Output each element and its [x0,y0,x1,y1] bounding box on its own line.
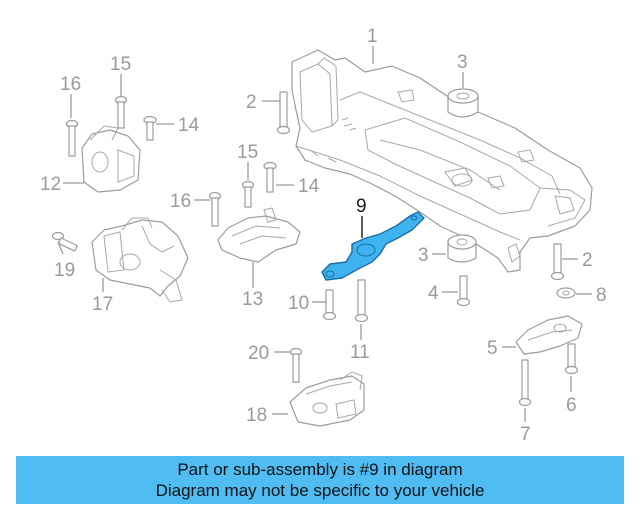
callout-11: 11 [350,342,370,363]
callout-9-highlighted: 9 [356,196,367,217]
callout-15a: 15 [110,54,131,75]
bushing-upper-part[interactable] [447,88,479,118]
callout-3a: 3 [457,52,468,73]
bolt-part-4[interactable] [456,275,471,307]
callout-20: 20 [248,343,269,364]
callout-6: 6 [566,395,577,416]
callout-15b: 15 [237,142,258,163]
callout-labels: 1 2 3 16 15 14 12 15 16 14 19 17 13 10 1… [40,26,607,445]
callout-16a: 16 [60,74,81,95]
bolt-part-19[interactable] [51,231,78,252]
bolt-part-10[interactable] [322,289,337,321]
transmission-mount-part[interactable] [91,217,189,303]
small-bracket-part[interactable] [515,315,583,355]
bolt-part-11[interactable] [354,279,369,323]
bolt-part-2b[interactable] [550,243,565,281]
callout-1: 1 [367,26,378,47]
washer-part[interactable] [556,287,576,299]
callout-8: 8 [596,285,607,306]
callout-2a: 2 [246,92,257,113]
torque-rod-part-9-highlighted[interactable] [321,211,425,281]
front-subframe-part[interactable] [291,49,593,273]
callout-14a: 14 [178,115,200,136]
callout-14b: 14 [298,176,320,197]
callout-3b: 3 [418,245,429,266]
bolt-part-16b[interactable] [208,191,222,227]
callout-10: 10 [288,293,309,314]
leader-lines [57,46,592,422]
callout-18: 18 [246,405,267,426]
banner-line-2: Diagram may not be specific to your vehi… [155,481,485,500]
bolt-part-14b[interactable] [263,161,277,193]
callout-17: 17 [92,294,113,315]
lower-mount-part[interactable] [289,371,365,427]
bolt-part-7[interactable] [518,359,532,407]
callout-5: 5 [487,338,498,359]
bolt-part-14a[interactable] [143,115,157,141]
banner-line-1: Part or sub-assembly is #9 in diagram [177,460,463,479]
callout-13: 13 [242,289,263,310]
callout-7: 7 [520,424,531,445]
bolt-part-16a[interactable] [65,119,79,157]
engine-mount-left-part[interactable] [81,125,141,193]
bushing-lower-part[interactable] [447,234,477,263]
callout-16b: 16 [170,191,191,212]
bracket-part[interactable] [217,207,301,263]
vehicle-fit-banner: Part or sub-assembly is #9 in diagram Di… [16,456,624,504]
callout-2b: 2 [582,250,593,271]
callout-12: 12 [40,174,61,195]
bolt-part-2a[interactable] [276,91,291,135]
bolt-part-15a[interactable] [114,95,128,129]
callout-4: 4 [428,283,439,304]
bolt-part-6[interactable] [564,343,579,375]
callout-19: 19 [54,260,75,281]
bolt-part-20[interactable] [289,347,303,383]
bolt-part-15b[interactable] [241,180,255,208]
